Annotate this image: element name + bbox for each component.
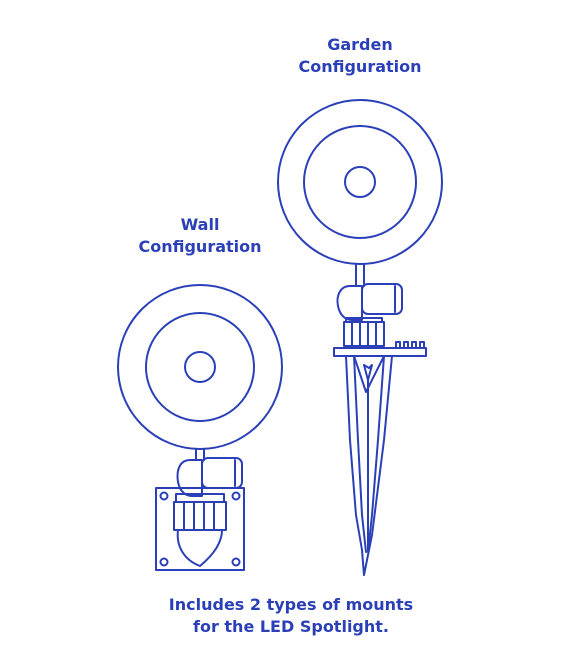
wall-title-line2: Configuration (138, 237, 262, 256)
garden-stake-plate (333, 341, 427, 357)
wall-spotlight (117, 284, 283, 571)
caption-line2: for the LED Spotlight. (192, 617, 389, 636)
wall-configuration-title: Wall Configuration (110, 214, 290, 258)
garden-title-line2: Configuration (298, 57, 422, 76)
mounts-caption: Includes 2 types of mounts for the LED S… (136, 594, 446, 638)
wall-swivel-joint (173, 457, 243, 567)
garden-configuration-title: Garden Configuration (270, 34, 450, 78)
garden-lamp-head (277, 99, 443, 265)
wall-title-line1: Wall (180, 215, 220, 234)
wall-lamp-head (117, 284, 283, 450)
wall-mount-plate (155, 487, 245, 571)
garden-swivel-joint (336, 283, 403, 347)
garden-spotlight (277, 99, 443, 576)
garden-ground-stake (345, 355, 393, 576)
caption-line1: Includes 2 types of mounts (168, 595, 414, 614)
garden-title-line1: Garden (327, 35, 393, 54)
